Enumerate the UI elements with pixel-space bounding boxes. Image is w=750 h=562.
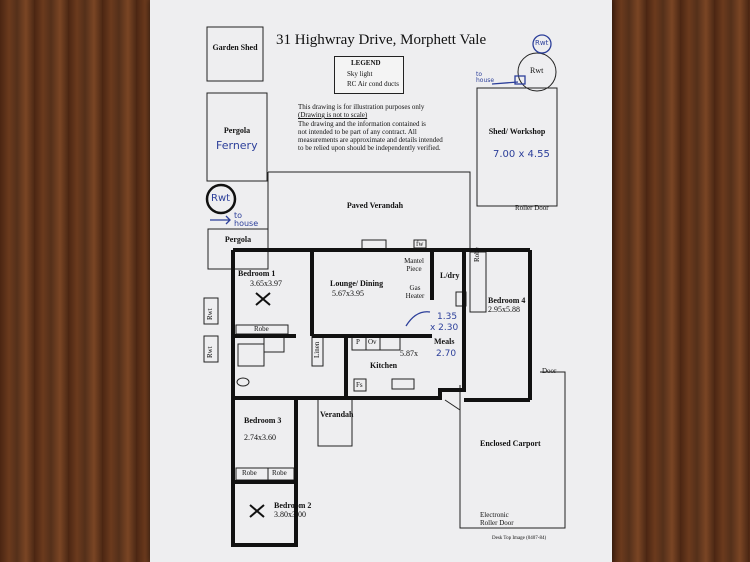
meals-label: Meals [434,337,455,346]
bedroom-1-size: 3.65x3.97 [250,279,282,288]
robe-bedroom-3-b: Robe [272,469,287,477]
meals-size: 5.87x [400,349,418,358]
disclaimer-line-4: not intended to be part of any contract.… [298,128,417,136]
rwt-label-a: Rwt [206,308,214,320]
legend [334,56,404,94]
handwritten-to-house-left: to house [234,211,259,228]
disclaimer-line-3: The drawing and the information containe… [298,120,426,128]
pergola-left-label: Pergola [224,235,252,244]
electronic-roller-door-label: Electronic Roller Door [480,511,514,527]
enclosed-carport-label: Enclosed Carport [480,439,541,448]
pergola-top-label: Pergola [223,126,251,135]
carport-outline [459,371,566,529]
gas-heater-label: Gas Heater [405,284,425,300]
garden-shed-outline [206,26,264,82]
bedroom-4-size: 2.95x5.88 [488,305,520,314]
handwritten-meals-length: 2.70 [436,349,457,359]
bedroom-2-name: Bedroom 2 [274,501,312,510]
bedroom-4-name: Bedroom 4 [488,296,526,305]
handwritten-rwt-top: Rwt [535,39,549,47]
mantel-piece-label: Mantel Piece [404,257,424,273]
handwritten-meals-width: 1.35 [437,312,458,322]
rainwater-tank-top [517,52,557,92]
robe-bedroom-1: Robe [254,325,269,333]
verandah-label: Verandah [320,410,354,419]
handwritten-shed-size: 7.00 x 4.55 [493,149,550,160]
bedroom-2-size: 3.80x3.00 [274,510,306,519]
handwritten-meals-depth: x 2.30 [430,323,459,333]
legend-ac-ducts: RC Air cond ducts [347,80,399,88]
fridge-label: Fs [356,381,363,389]
rwt-circle-top [532,34,552,54]
roller-door-label: Roller Door [515,204,549,212]
bedroom-3-name: Bedroom 3 [244,416,282,425]
rwt-label-b: Rwt [206,346,214,358]
handwritten-rwt-left: Rwt [211,193,231,204]
oven-label: Ov [368,338,377,346]
shed-workshop-outline [476,87,558,207]
linen-label: Linen [313,341,321,358]
pantry-label: P [356,338,360,346]
rwt-circle-left [205,183,237,215]
footer-credit: Desk Top Image (0407-84) [492,536,547,541]
rwt-box-a [203,297,219,325]
house-walls [231,248,532,547]
disclaimer-line-5: measurements are approximate and details… [298,136,443,144]
handwritten-to-house-top: to house [476,71,495,84]
fw-label: fw [416,240,424,248]
disclaimer-line-1: This drawing is for illustration purpose… [298,103,425,111]
robe-bedroom-3-a: Robe [242,469,257,477]
page-title: 31 Highwray Drive, Morphett Vale [276,32,487,48]
handwritten-fernery: Fernery [216,139,258,152]
door-label: Door [542,367,557,375]
lounge-name: Lounge/ Dining [330,279,384,288]
shed-workshop-label: Shed/ Workshop [488,127,546,136]
rwt-label-c: Rwt [530,66,544,75]
pergola-top-outline [206,92,268,182]
paved-verandah-outline [268,171,471,250]
legend-heading: LEGEND [351,59,381,67]
paved-verandah-label: Paved Verandah [346,201,404,210]
kitchen-label: Kitchen [370,361,398,370]
disclaimer-line-2: (Drawing is not to scale) [298,111,368,119]
garden-shed-label: Garden Shed [212,43,258,52]
bedroom-3-size: 2.74x3.60 [244,433,276,442]
rwt-box-b [203,335,219,363]
bedroom-1-name: Bedroom 1 [238,269,276,278]
lounge-size: 5.67x3.95 [332,289,364,298]
legend-skylight: Sky light [347,70,373,78]
disclaimer-line-6: to be relied upon should be independentl… [298,144,441,152]
laundry-label: L/dry [440,271,460,280]
robe-bedroom-4: Robe [473,247,481,262]
